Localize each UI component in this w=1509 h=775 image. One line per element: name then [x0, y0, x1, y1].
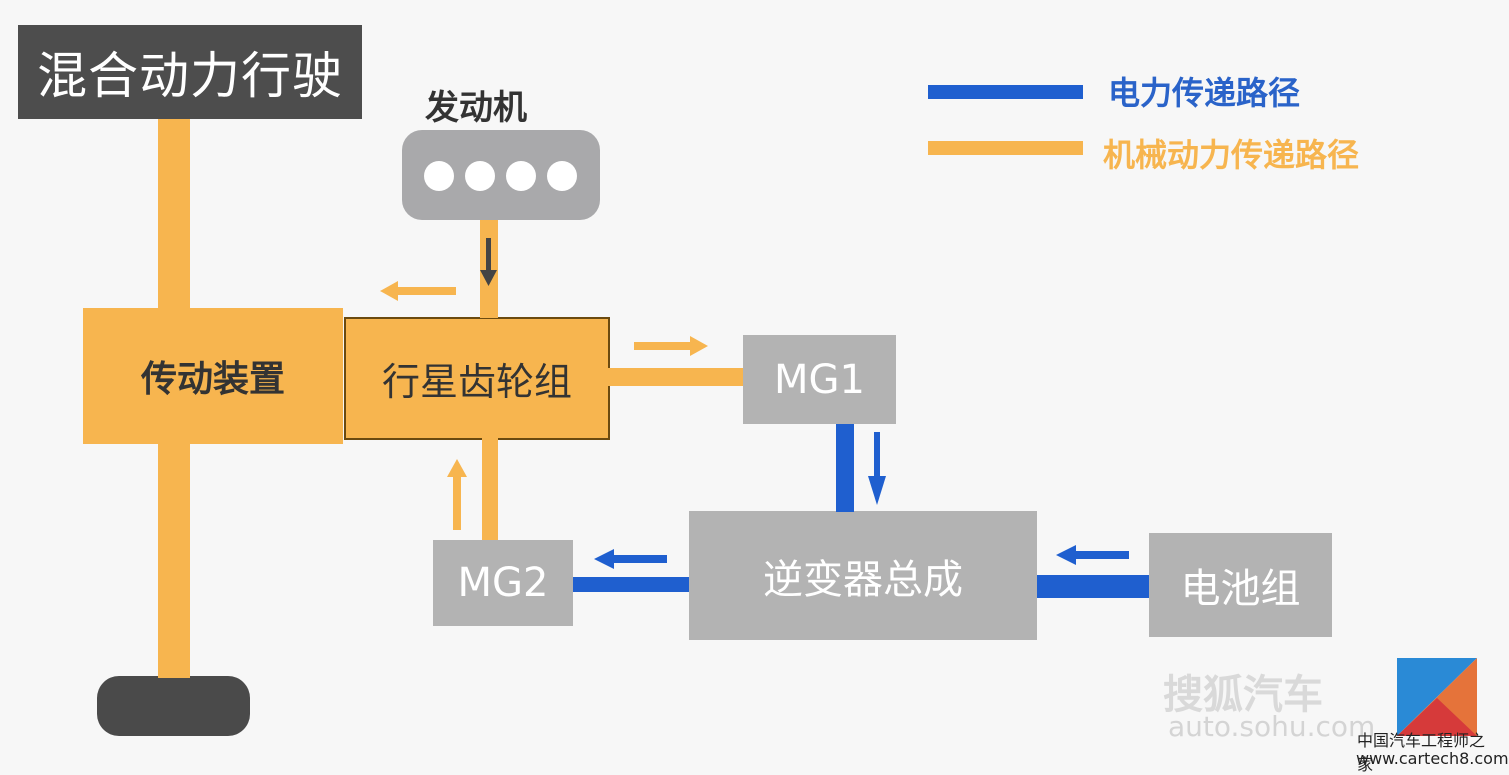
- transmission-label: 传动装置: [140, 359, 285, 400]
- mg1-inverter-path: [836, 424, 854, 512]
- rear-wheel-icon: [97, 676, 250, 736]
- legend-electric-swatch: [928, 85, 1083, 99]
- mg1-box: MG1: [743, 335, 896, 424]
- cartech-url-watermark: www.cartech8.com: [1356, 749, 1509, 768]
- planetary-mg2-shaft: [482, 438, 498, 540]
- planetary-mg1-shaft: [608, 368, 746, 386]
- battery-inverter-path: [1037, 575, 1149, 598]
- mech-up-arrow-icon: [447, 459, 467, 530]
- drive-shaft-upper: [158, 119, 190, 311]
- cartech-watermark: 中国汽车工程师之家: [1357, 731, 1486, 774]
- legend-electric-label: 电力传递路径: [1108, 74, 1301, 112]
- elec-down-arrow-icon: [868, 432, 886, 505]
- legend-mechanical-label: 机械动力传递路径: [1103, 136, 1360, 174]
- planetary-gear-label: 行星齿轮组: [381, 360, 572, 404]
- transmission-box: 传动装置: [83, 308, 343, 444]
- cylinder-icon: [547, 161, 577, 191]
- mech-left-arrow-icon: [380, 281, 456, 301]
- sohu-watermark: 搜狐汽车: [1163, 672, 1323, 718]
- cartech-logo-icon: [1397, 658, 1477, 736]
- cylinder-icon: [465, 161, 495, 191]
- battery-box: 电池组: [1149, 533, 1332, 637]
- mg1-label: MG1: [774, 356, 865, 403]
- inverter-box: 逆变器总成: [689, 511, 1037, 640]
- cylinder-icon: [424, 161, 454, 191]
- planetary-gear-box: 行星齿轮组: [344, 317, 610, 440]
- elec-left-arrow-battery-icon: [1056, 545, 1129, 565]
- battery-label: 电池组: [1180, 566, 1301, 612]
- engine-icon: [402, 130, 600, 220]
- cylinder-icon: [506, 161, 536, 191]
- engine-down-arrow-icon: [480, 238, 497, 286]
- mech-right-arrow-icon: [634, 336, 708, 356]
- sohu-url-watermark: auto.sohu.com: [1168, 710, 1376, 743]
- engine-label: 发动机: [425, 88, 527, 128]
- page-title-overlay: 混合动力行驶: [18, 25, 362, 119]
- mg2-box: MG2: [433, 540, 573, 626]
- inverter-mg2-path: [573, 577, 689, 592]
- legend-mechanical-swatch: [928, 141, 1083, 155]
- mg2-label: MG2: [457, 560, 549, 606]
- inverter-label: 逆变器总成: [763, 556, 963, 603]
- elec-left-arrow-icon: [594, 549, 667, 569]
- drive-shaft-lower: [158, 443, 190, 678]
